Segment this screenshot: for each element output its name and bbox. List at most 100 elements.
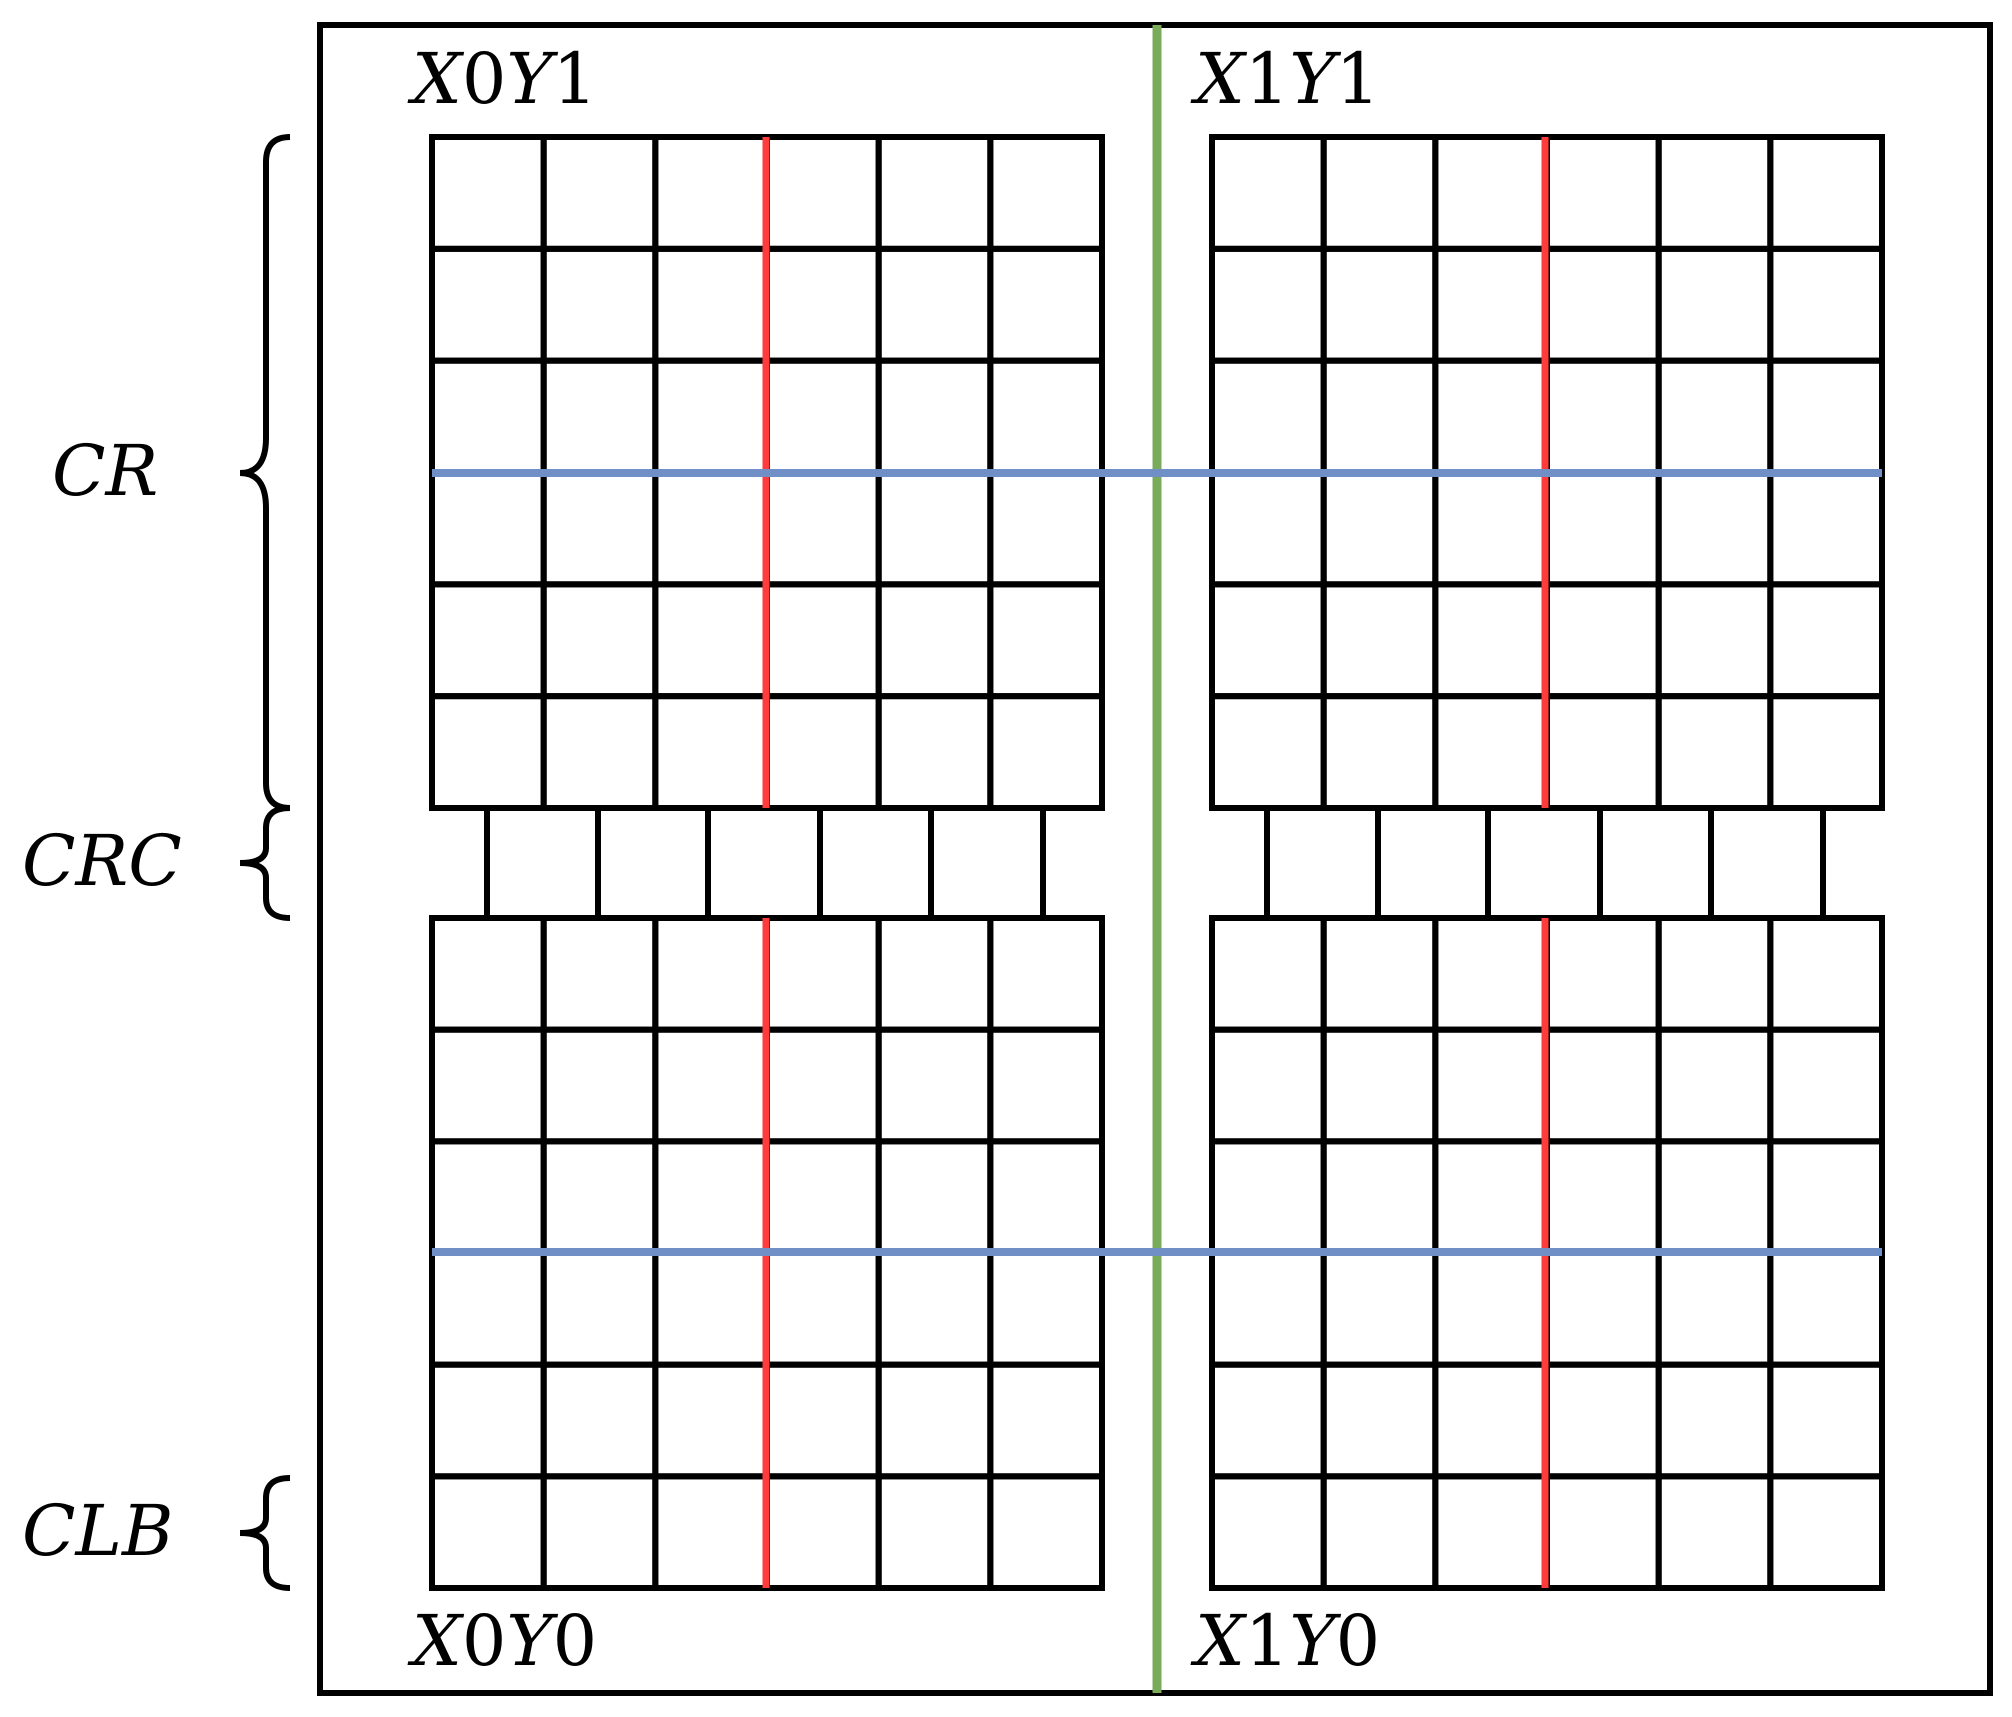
- clb-tile: [1544, 245, 1662, 364]
- clb-tile: [1320, 245, 1439, 364]
- clb-tile: [1655, 693, 1774, 812]
- clb-tile: [1432, 915, 1551, 1033]
- clb-tile: [764, 1361, 882, 1480]
- clb-tile: [1655, 1138, 1774, 1257]
- clb-tile: [1209, 245, 1327, 364]
- clb-tile: [987, 581, 1105, 700]
- clb-tile: [875, 134, 994, 252]
- clb-tile: [987, 1361, 1105, 1480]
- clb-tile: [1544, 1138, 1662, 1257]
- clb-tile: [652, 1026, 770, 1145]
- brace-clb: [239, 1475, 291, 1591]
- clb-tile: [1320, 469, 1439, 588]
- clb-tile: [987, 357, 1105, 476]
- clb-tile: [764, 469, 882, 588]
- clb-tile: [1767, 245, 1886, 364]
- clb-tile: [764, 1138, 882, 1257]
- clb-tile: [1320, 1473, 1439, 1592]
- clb-tile: [429, 357, 547, 476]
- label-region-x0y0: X0Y0: [407, 1600, 597, 1682]
- clb-tile: [1544, 357, 1662, 476]
- clb-tile: [875, 245, 994, 364]
- clb-tile: [1209, 1361, 1327, 1480]
- clb-tile: [540, 581, 659, 700]
- clb-tile: [1432, 1026, 1551, 1145]
- clb-tile: [652, 469, 770, 588]
- clb-tile: [987, 693, 1105, 812]
- clb-tile: [540, 1026, 659, 1145]
- label-clb: CLB: [22, 1490, 173, 1572]
- clb-tile: [764, 1026, 882, 1145]
- clb-tile: [764, 693, 882, 812]
- clb-tile: [764, 245, 882, 364]
- clb-tile: [1432, 693, 1551, 812]
- clb-tile: [652, 1138, 770, 1257]
- brace-crc: [239, 805, 291, 921]
- clb-tile: [1655, 1361, 1774, 1480]
- clb-tile: [1767, 1138, 1886, 1257]
- clb-tile: [1432, 134, 1551, 252]
- clb-tile: [1655, 1473, 1774, 1592]
- clb-tile: [1432, 1473, 1551, 1592]
- clb-tile: [1655, 581, 1774, 700]
- clb-tile: [1209, 581, 1327, 700]
- clb-tile: [875, 915, 994, 1033]
- clb-tile: [429, 1361, 547, 1480]
- clb-tile: [540, 1138, 659, 1257]
- clb-tile: [1544, 134, 1662, 252]
- clb-tile: [875, 693, 994, 812]
- clb-tile: [652, 693, 770, 812]
- clb-tile: [429, 245, 547, 364]
- clb-tile: [429, 915, 547, 1033]
- clb-tile: [1767, 581, 1886, 700]
- clb-tile: [1432, 469, 1551, 588]
- clb-tile: [540, 357, 659, 476]
- label-crc: CRC: [22, 820, 182, 902]
- clb-tile: [1767, 693, 1886, 812]
- clb-tile: [1209, 357, 1327, 476]
- clb-tile: [1432, 1138, 1551, 1257]
- clb-tile: [1767, 1473, 1886, 1592]
- clb-tile: [1320, 1138, 1439, 1257]
- clb-tile: [1320, 1361, 1439, 1480]
- clb-tile: [652, 245, 770, 364]
- brace-cr: [239, 134, 291, 811]
- clb-tile: [764, 357, 882, 476]
- clb-tile: [652, 357, 770, 476]
- clb-tile: [1320, 357, 1439, 476]
- clb-tile: [1655, 245, 1774, 364]
- clb-tile: [1320, 915, 1439, 1033]
- label-region-x1y1: X1Y1: [1190, 38, 1380, 120]
- clb-tile: [540, 1250, 659, 1368]
- clb-tile: [1544, 469, 1662, 588]
- clb-tile: [875, 1138, 994, 1257]
- clb-tile: [1655, 1026, 1774, 1145]
- clb-tile: [1209, 1250, 1327, 1368]
- clb-tile: [1767, 1026, 1886, 1145]
- clb-tile: [540, 245, 659, 364]
- clb-tile: [875, 469, 994, 588]
- clb-tile: [875, 1473, 994, 1592]
- clb-tile: [1767, 469, 1886, 588]
- clb-tile: [764, 581, 882, 700]
- clb-tile: [1655, 1250, 1774, 1368]
- clb-tile: [1209, 915, 1327, 1033]
- clb-tile: [1544, 915, 1662, 1033]
- clb-tile: [987, 1473, 1105, 1592]
- clb-tile: [875, 357, 994, 476]
- label-region-x0y1: X0Y1: [407, 38, 597, 120]
- clb-tile: [1432, 1250, 1551, 1368]
- clb-tile: [1320, 1250, 1439, 1368]
- clb-tile: [1209, 469, 1327, 588]
- clb-tile: [875, 1026, 994, 1145]
- clb-tile: [652, 1250, 770, 1368]
- clb-tile: [764, 915, 882, 1033]
- clb-tile: [652, 915, 770, 1033]
- clb-tile: [1432, 581, 1551, 700]
- clb-tile: [987, 134, 1105, 252]
- clb-tile: [1544, 1361, 1662, 1480]
- clb-tile: [987, 245, 1105, 364]
- clb-tile: [987, 469, 1105, 588]
- clb-tile: [764, 1250, 882, 1368]
